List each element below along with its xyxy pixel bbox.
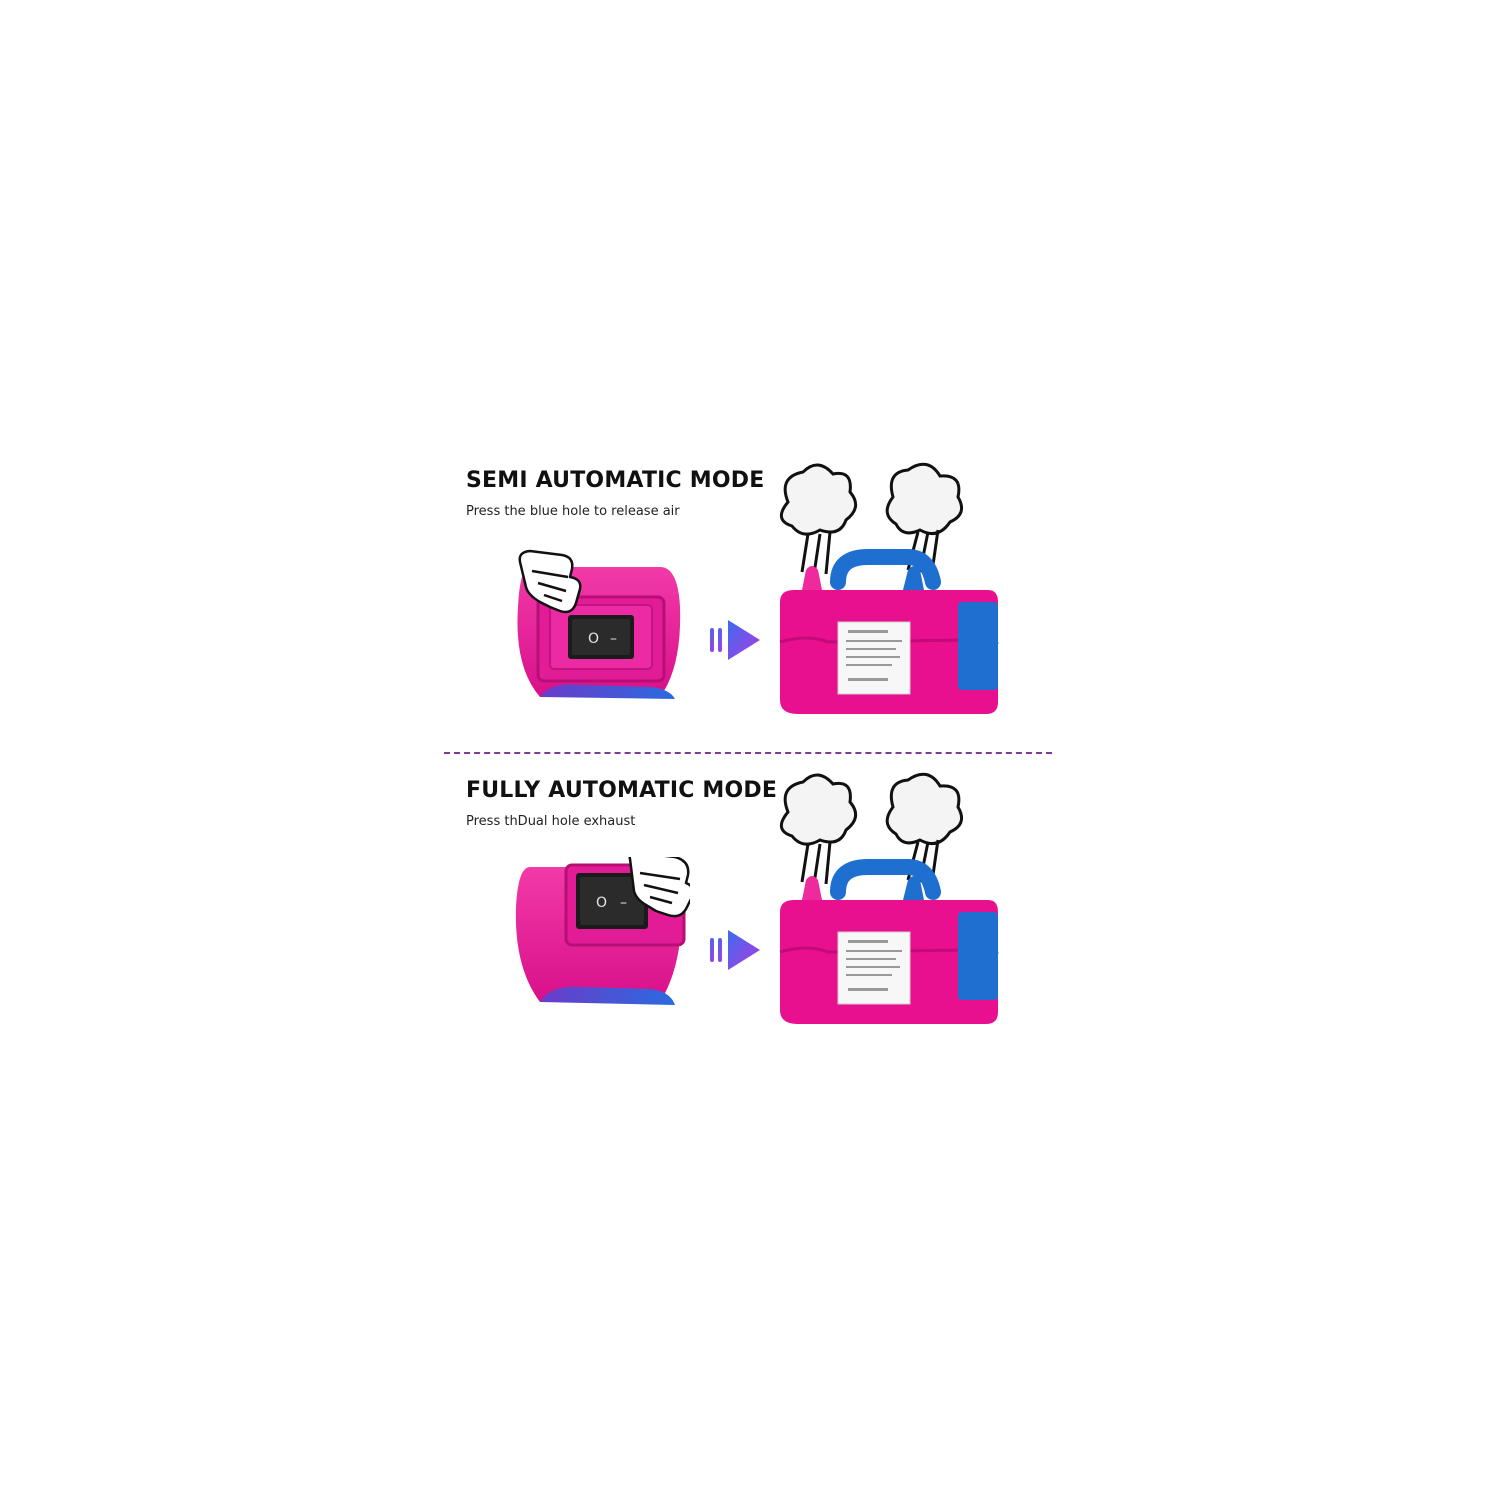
balloon-pump-image <box>779 462 999 714</box>
play-arrow-icon <box>710 620 760 660</box>
section-divider <box>444 752 1052 754</box>
hand-pointer-icon <box>518 549 582 614</box>
play-arrow-icon <box>710 930 760 970</box>
balloon-pump-image <box>779 772 999 1024</box>
section-subtitle: Press the blue hole to release air <box>466 504 680 519</box>
switch-on-symbol: – <box>620 895 627 911</box>
air-cloud-icon <box>780 462 964 536</box>
switch-closeup-image: O – <box>517 549 681 699</box>
switch-closeup-image: O – <box>515 857 690 1005</box>
switch-off-symbol: O <box>596 895 607 911</box>
section-subtitle: Press thDual hole exhaust <box>466 814 636 829</box>
switch-off-symbol: O <box>588 631 599 647</box>
hand-pointer-icon <box>628 857 690 918</box>
section-title: FULLY AUTOMATIC MODE <box>466 778 778 803</box>
section-title: SEMI AUTOMATIC MODE <box>466 468 765 493</box>
switch-on-symbol: – <box>610 631 617 647</box>
air-cloud-icon <box>780 772 964 846</box>
semi-automatic-section: SEMI AUTOMATIC MODE Press the blue hole … <box>440 462 1060 724</box>
fully-automatic-section: FULLY AUTOMATIC MODE Press thDual hole e… <box>440 772 1060 1034</box>
